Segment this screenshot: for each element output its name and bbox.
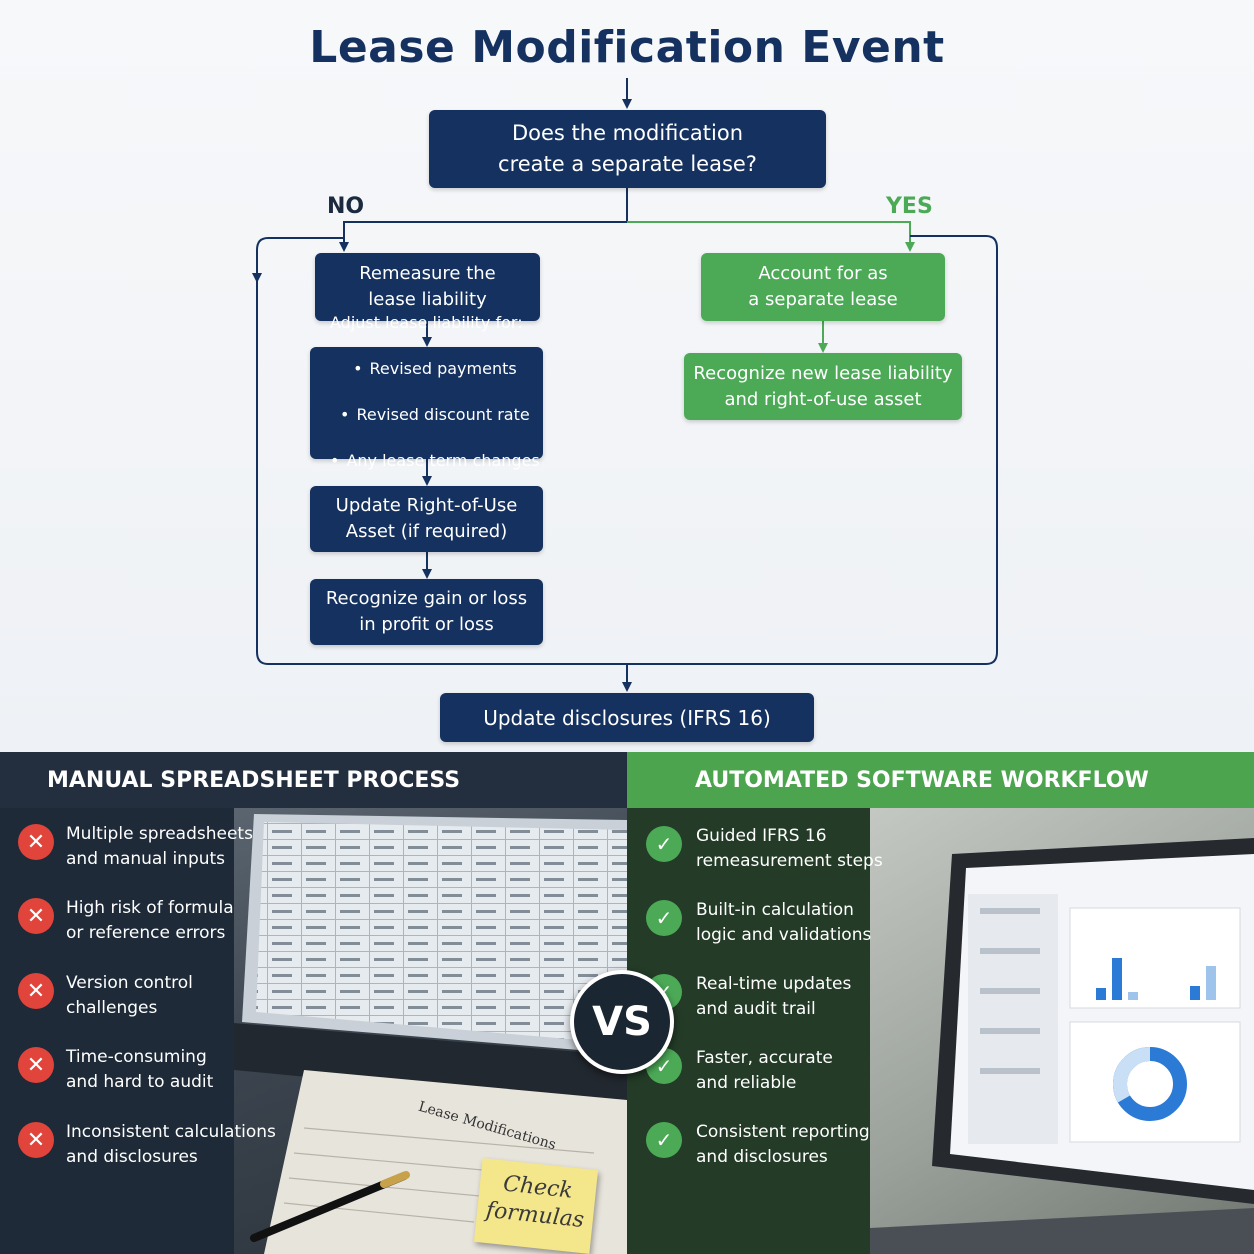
outer-right-loop: [627, 235, 998, 665]
automated-workflow-panel: AUTOMATED SOFTWARE WORKFLOW: [627, 752, 1254, 1254]
page-title: Lease Modification Event: [309, 22, 945, 73]
manual-header: MANUAL SPREADSHEET PROCESS: [0, 752, 627, 808]
manual-item: ✕ Multiple spreadsheets and manual input…: [18, 822, 253, 872]
x-circle-icon: ✕: [18, 973, 54, 1009]
check-circle-icon: ✓: [646, 1122, 682, 1158]
check-circle-icon: ✓: [646, 900, 682, 936]
update-rou-box: Update Right-of-Use Asset (if required): [310, 486, 543, 552]
adjust-title: Adjust lease liability for:: [330, 313, 523, 332]
manual-item: ✕ High risk of formula or reference erro…: [18, 896, 234, 946]
separate-lease-box: Account for as a separate lease: [701, 253, 945, 321]
check-circle-icon: ✓: [646, 826, 682, 862]
outer-left-loop: [256, 237, 627, 665]
x-circle-icon: ✕: [18, 824, 54, 860]
recognize-new-box: Recognize new lease liability and right-…: [684, 353, 962, 420]
manual-process-panel: MANUAL SPREADSHEET PROCESS: [0, 752, 627, 1254]
automated-header: AUTOMATED SOFTWARE WORKFLOW: [627, 752, 1254, 808]
sticky-note: Check formulas: [473, 1158, 599, 1254]
adjust-item: Any lease term changes: [330, 449, 539, 472]
manual-item: ✕ Time-consuming and hard to audit: [18, 1045, 213, 1095]
automated-item: ✓ Real-time updates and audit trail: [646, 972, 851, 1022]
yes-branch-line: [627, 221, 915, 252]
vs-badge: VS: [570, 970, 674, 1074]
x-circle-icon: ✕: [18, 1122, 54, 1158]
adjust-list: Revised payments Revised discount rate A…: [330, 334, 540, 495]
sticky-note-text: Check formulas: [484, 1171, 586, 1234]
laptop-photo: [870, 808, 1254, 1254]
adjust-item: Revised discount rate: [330, 403, 540, 426]
x-circle-icon: ✕: [18, 898, 54, 934]
automated-item: ✓ Guided IFRS 16 remeasurement steps: [646, 824, 883, 874]
adjust-liability-box: Adjust lease liability for: Revised paym…: [310, 313, 543, 470]
remeasure-box: Remeasure the lease liability: [315, 253, 540, 321]
gain-loss-box: Recognize gain or loss in profit or loss: [310, 579, 543, 645]
decision-box: Does the modification create a separate …: [429, 110, 826, 188]
no-label: NO: [327, 194, 365, 219]
manual-item: ✕ Inconsistent calculations and disclosu…: [18, 1120, 276, 1170]
dashboard-laptop-illustration: [870, 838, 1254, 1254]
no-branch-line: [339, 221, 627, 252]
yes-label: YES: [886, 194, 933, 219]
x-circle-icon: ✕: [18, 1047, 54, 1083]
disclosures-box: Update disclosures (IFRS 16): [440, 693, 814, 742]
automated-item: ✓ Built-in calculation logic and validat…: [646, 898, 871, 948]
flowchart-area: Lease Modification Event Does the modifi: [0, 0, 1254, 752]
adjust-item: Revised payments: [330, 357, 540, 380]
automated-item: ✓ Consistent reporting and disclosures: [646, 1120, 870, 1170]
manual-item: ✕ Version control challenges: [18, 971, 193, 1021]
automated-item: ✓ Faster, accurate and reliable: [646, 1046, 833, 1096]
spreadsheet-photo: Lease Modifications Check formulas: [234, 808, 627, 1254]
